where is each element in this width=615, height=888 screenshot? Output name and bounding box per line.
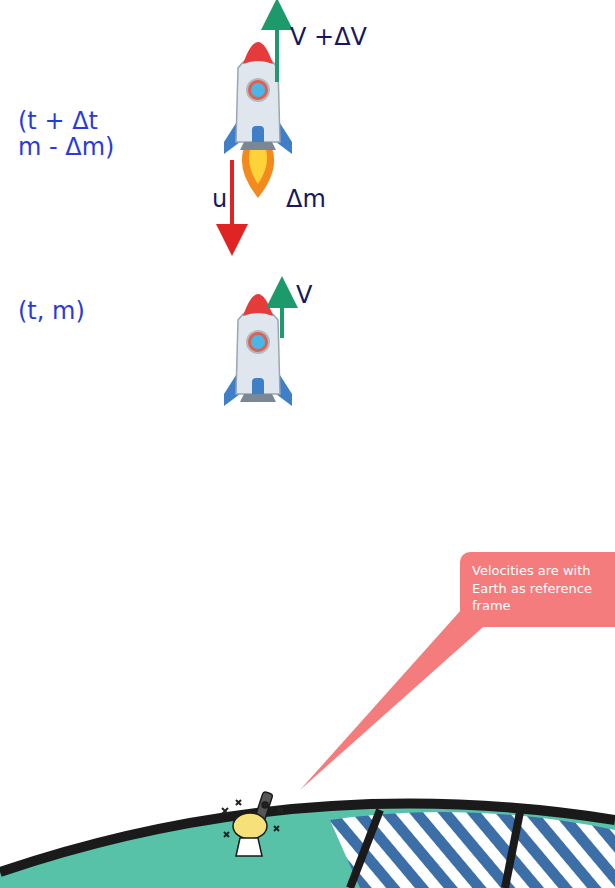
velocity-label: V +ΔV: [290, 24, 367, 50]
state-label: (t, m): [18, 298, 85, 324]
velocity-label: V: [296, 282, 312, 308]
state-label: (t + Δt m - Δm): [18, 108, 118, 161]
mass-label: Δm: [286, 186, 326, 212]
callout-box: Velocities are with Earth as reference f…: [460, 552, 615, 627]
exhaust-velocity-label: u: [212, 186, 227, 212]
callout-text: Velocities are with Earth as reference f…: [472, 562, 605, 615]
